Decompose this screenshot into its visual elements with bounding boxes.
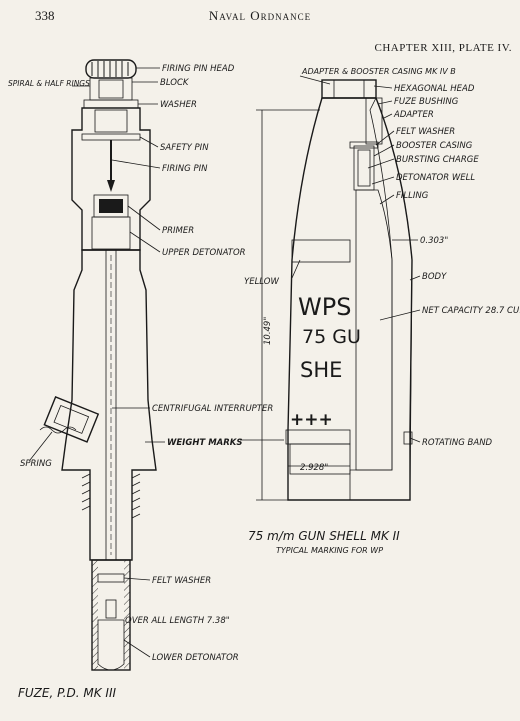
- label-block: BLOCK: [160, 78, 190, 88]
- shell-caption: 75 m/m GUN SHELL MK II: [248, 529, 400, 543]
- label-shell-diameter: 2.928": [300, 463, 328, 473]
- label-felt-washer-fuze: FELT WASHER: [152, 576, 211, 586]
- label-shell-length: 10.49": [263, 317, 273, 345]
- page-number: 338: [35, 8, 55, 23]
- label-felt-washer-shell: FELT WASHER: [396, 127, 455, 137]
- label-fuze-bushing: FUZE BUSHING: [394, 97, 459, 107]
- label-hexagonal-head: HEXAGONAL HEAD: [394, 84, 475, 94]
- upper-detonator-shape: [91, 216, 131, 250]
- felt-washer-shell-shape: [349, 141, 379, 149]
- fuze-caption: FUZE, P.D. MK III: [18, 686, 117, 700]
- fuze-bushing-shape: [365, 97, 383, 145]
- label-overall-length: OVER ALL LENGTH 7.38": [125, 616, 230, 626]
- running-head: Naval Ordnance: [208, 8, 312, 23]
- shell-drawing: [285, 79, 413, 501]
- label-spiral-half-rings: SPIRAL & HALF RINGS: [8, 79, 90, 88]
- label-spring: SPRING: [20, 459, 52, 469]
- label-primer: PRIMER: [162, 226, 194, 236]
- label-safety-pin: SAFETY PIN: [160, 143, 209, 153]
- hexagonal-head-shape: [321, 79, 377, 99]
- yellow-band-shape: [291, 239, 351, 263]
- shell-marking-line-3: SHE: [300, 358, 342, 382]
- label-filling: FILLING: [396, 191, 429, 201]
- label-adapter-booster: ADAPTER & BOOSTER CASING MK IV B: [301, 67, 456, 76]
- label-weight-marks: WEIGHT MARKS: [167, 438, 242, 448]
- lower-detonator-shape: [97, 619, 125, 671]
- label-wall-thickness: 0.303": [420, 236, 448, 246]
- shell-base-shape: [289, 443, 351, 475]
- label-net-capacity: NET CAPACITY 28.7 CU. IN.: [422, 306, 520, 316]
- spring-shape: [39, 426, 77, 434]
- block-shape: [89, 77, 133, 101]
- length-dimension-line: [256, 109, 320, 501]
- plate-label: CHAPTER XIII, PLATE IV.: [374, 42, 512, 54]
- centrifugal-interrupter-shape: [43, 396, 100, 443]
- bursting-charge-shape: [357, 149, 371, 187]
- label-bursting-charge: BURSTING CHARGE: [396, 155, 479, 165]
- fuze-main-body: [61, 249, 157, 561]
- label-adapter: ADAPTER: [393, 110, 434, 120]
- washer-shape: [83, 99, 139, 109]
- label-rotating-band: ROTATING BAND: [422, 438, 493, 448]
- label-detonator-well: DETONATOR WELL: [396, 173, 475, 183]
- booster-casing-shape: [353, 145, 375, 191]
- label-centrifugal-interrupter: CENTRIFUGAL INTERRUPTER: [152, 404, 273, 414]
- shell-weight-marks-symbol: +++: [290, 410, 333, 430]
- label-firing-pin: FIRING PIN: [162, 164, 208, 174]
- shell-marking-line-2: 75 GU: [302, 326, 361, 348]
- shell-subcaption: TYPICAL MARKING FOR WP: [276, 546, 383, 555]
- label-upper-detonator: UPPER DETONATOR: [162, 248, 246, 258]
- label-lower-detonator: LOWER DETONATOR: [152, 653, 239, 663]
- felt-washer-shape: [97, 573, 125, 583]
- label-body: BODY: [422, 272, 447, 282]
- fuze-drawing: [39, 59, 157, 671]
- rotating-band-shape: [285, 429, 351, 445]
- label-booster-casing: BOOSTER CASING: [396, 141, 473, 151]
- filling-shape: [355, 189, 393, 471]
- shell-marking-line-1: WPS: [298, 293, 351, 321]
- label-yellow: YELLOW: [244, 277, 279, 287]
- label-firing-pin-head: FIRING PIN HEAD: [162, 64, 235, 74]
- safety-pin-shape: [81, 133, 141, 141]
- label-washer: WASHER: [160, 100, 197, 110]
